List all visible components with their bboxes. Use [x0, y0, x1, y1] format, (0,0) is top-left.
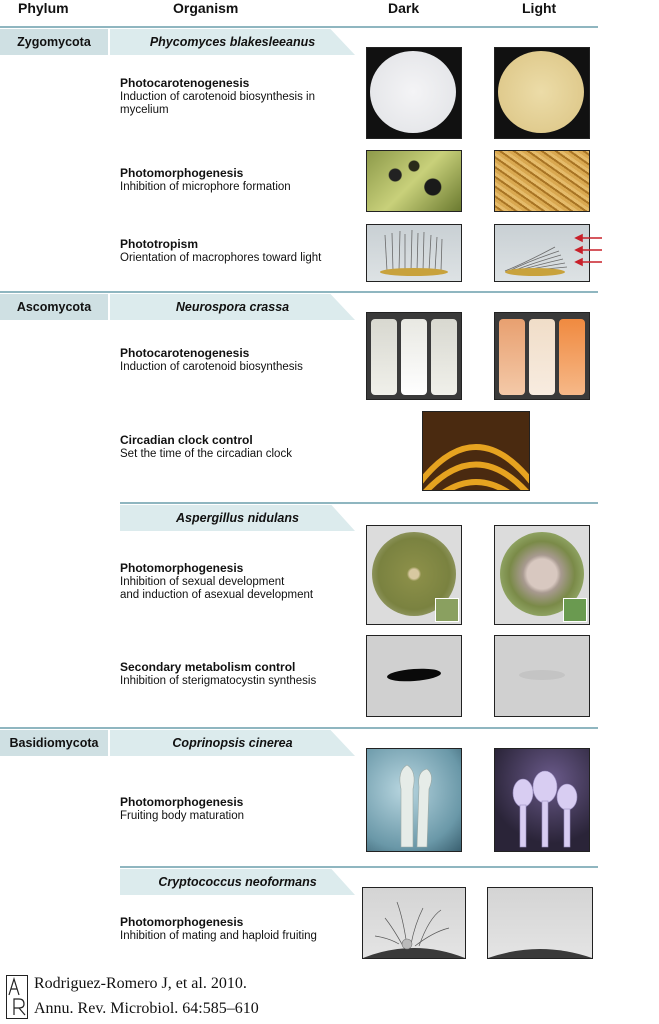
- section-rule: [0, 26, 598, 28]
- process-desc: Orientation of macrophores toward light: [120, 251, 322, 264]
- photo-cryptococcus-dark: [362, 887, 466, 959]
- photo-tlc-light: [494, 635, 590, 717]
- citation-line-2: Annu. Rev. Microbiol. 64:585–610: [34, 1000, 259, 1017]
- header-light: Light: [522, 0, 557, 16]
- section-rule: [0, 291, 598, 293]
- photo-phycomyces-petri-dark: [366, 47, 462, 139]
- photo-neurospora-tubes-light: [494, 312, 590, 400]
- process-desc: Fruiting body maturation: [120, 809, 245, 822]
- process-phototropism: Phototropism Orientation of macrophores …: [120, 237, 355, 265]
- photo-neurospora-circadian: [422, 411, 530, 491]
- organism-cryptococcus: Cryptococcus neoformans: [120, 869, 355, 895]
- process-title: Photocarotenogenesis: [120, 346, 250, 360]
- process-title: Phototropism: [120, 237, 198, 251]
- header-phylum: Phylum: [18, 0, 69, 16]
- header-organism: Organism: [173, 0, 239, 16]
- process-title: Circadian clock control: [120, 433, 253, 447]
- process-title: Photomorphogenesis: [120, 561, 244, 575]
- process-desc-2: and induction of asexual development: [120, 589, 314, 601]
- process-photomorphogenesis-1: Photomorphogenesis Inhibition of microph…: [120, 166, 355, 194]
- process-photocarotenogenesis-1: Photocarotenogenesis Induction of carote…: [120, 76, 355, 118]
- photo-coprinopsis-dark: [366, 748, 462, 852]
- process-desc: Set the time of the circadian clock: [120, 447, 292, 460]
- phylum-ascomycota: Ascomycota: [0, 294, 108, 320]
- process-circadian: Circadian clock control Set the time of …: [120, 433, 355, 461]
- organism-coprinopsis: Coprinopsis cinerea: [110, 730, 355, 756]
- organism-aspergillus: Aspergillus nidulans: [120, 505, 355, 531]
- photo-phycomyces-tropism-dark: [366, 224, 462, 282]
- process-title: Photomorphogenesis: [120, 795, 244, 809]
- process-title: Photocarotenogenesis: [120, 76, 250, 90]
- subsection-rule: [120, 866, 598, 868]
- organism-phycomyces: Phycomyces blakesleeanus: [110, 29, 355, 55]
- process-photomorphogenesis-2: Photomorphogenesis Inhibition of sexual …: [120, 561, 355, 603]
- photo-aspergillus-light: [494, 525, 590, 625]
- photo-tlc-dark: [366, 635, 462, 717]
- citation-line-1: Rodriguez-Romero J, et al. 2010.: [34, 975, 247, 992]
- process-title: Photomorphogenesis: [120, 915, 244, 929]
- photo-phycomyces-microphore-dark: [366, 150, 462, 212]
- photo-neurospora-tubes-dark: [366, 312, 462, 400]
- process-photomorphogenesis-4: Photomorphogenesis Inhibition of mating …: [120, 915, 355, 943]
- organism-neurospora: Neurospora crassa: [110, 294, 355, 320]
- light-arrows-icon: [574, 233, 602, 267]
- photo-cryptococcus-light: [487, 887, 593, 959]
- section-rule: [0, 727, 598, 729]
- process-desc: Inhibition of microphore formation: [120, 180, 291, 193]
- photo-coprinopsis-light: [494, 748, 590, 852]
- process-desc: Inhibition of mating and haploid fruitin…: [120, 929, 317, 942]
- photo-phycomyces-petri-light: [494, 47, 590, 139]
- process-desc: Induction of carotenoid biosynthesis in …: [120, 90, 315, 117]
- phylum-basidiomycota: Basidiomycota: [0, 730, 108, 756]
- photo-phycomyces-microphore-light: [494, 150, 590, 212]
- process-desc: Inhibition of sterigmatocystin synthesis: [120, 674, 317, 687]
- process-desc: Induction of carotenoid biosynthesis: [120, 360, 303, 373]
- header-dark: Dark: [388, 0, 420, 16]
- photo-aspergillus-dark: [366, 525, 462, 625]
- process-title: Photomorphogenesis: [120, 166, 244, 180]
- process-title: Secondary metabolism control: [120, 660, 296, 674]
- process-photocarotenogenesis-2: Photocarotenogenesis Induction of carote…: [120, 346, 355, 374]
- process-photomorphogenesis-3: Photomorphogenesis Fruiting body maturat…: [120, 795, 355, 823]
- process-desc: Inhibition of sexual development: [120, 575, 285, 588]
- subsection-rule: [120, 502, 598, 504]
- phylum-zygomycota: Zygomycota: [0, 29, 108, 55]
- annual-reviews-logo-icon: [6, 975, 28, 1019]
- process-secondary-metabolism: Secondary metabolism control Inhibition …: [120, 660, 355, 688]
- photo-phycomyces-tropism-light: [494, 224, 590, 282]
